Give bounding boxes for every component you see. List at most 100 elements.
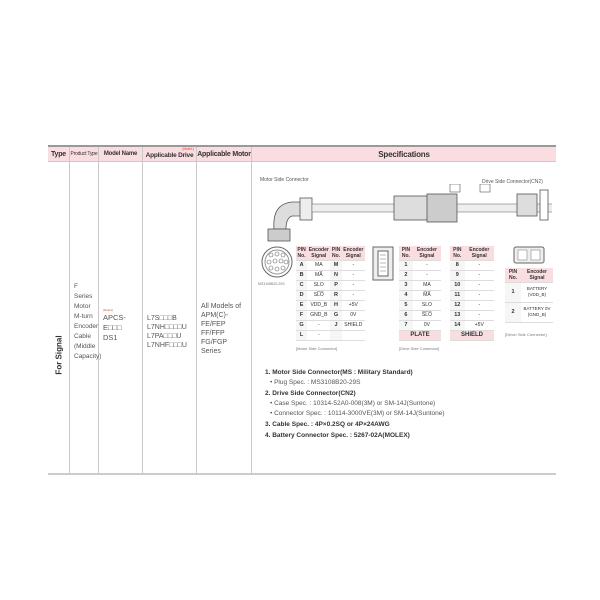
- product-type-line: Capacity): [74, 353, 102, 360]
- pin-row: 11-: [450, 290, 494, 301]
- drive-line: L7NH□□□□U: [147, 324, 187, 331]
- product-type-line: Encoder: [74, 323, 99, 330]
- signal: MA: [412, 280, 441, 291]
- motor-line: FE/FEP: [201, 321, 226, 328]
- signal-sub: (GND_B): [527, 312, 547, 317]
- drive-connector-face-icon: [372, 246, 394, 281]
- model-name-cell: (Note1) APCS-E□□□DS1: [99, 162, 143, 473]
- pin-no: 4: [399, 290, 413, 301]
- note-title: 2. Drive Side Connector(CN2): [265, 390, 356, 397]
- signal: BATTERY: [526, 286, 548, 291]
- pin-no: 9: [450, 270, 465, 281]
- signal: SL̅O̅: [307, 290, 331, 301]
- signal-sub: (VDD_B): [527, 292, 546, 297]
- battery-box-left: [393, 195, 430, 221]
- header-applicable-motor: Applicable Motor: [197, 147, 252, 162]
- col-header: PIN No.: [450, 246, 465, 261]
- signal: M̅A̅: [412, 290, 441, 301]
- header-drive-label: Applicable Drive: [145, 152, 194, 159]
- signal: -: [341, 290, 365, 301]
- pin-no: A: [296, 260, 308, 271]
- signal: -: [464, 280, 494, 291]
- pin-no: 2: [505, 302, 521, 323]
- motor-line: All Models of: [201, 303, 242, 310]
- product-type-line: Cable: [74, 333, 91, 340]
- signal: 0V: [341, 310, 365, 321]
- signal: SLO: [412, 300, 441, 311]
- connector-part-label: MS3108B20-29S: [258, 282, 285, 286]
- signal: GND_B: [307, 310, 331, 321]
- product-type-line: M-turn: [74, 313, 93, 320]
- pin-no: 8: [450, 260, 465, 271]
- col-header: PIN No.: [399, 246, 413, 261]
- motor-line: APM(C)-: [201, 312, 229, 319]
- signal: -: [464, 260, 494, 271]
- pin-no: N: [330, 270, 342, 281]
- model-name-line: APCS-: [103, 313, 126, 322]
- drive-line: L7PA□□□U: [147, 333, 182, 340]
- angled-plug-icon: [273, 201, 303, 230]
- drive-line: L7NHF□□□U: [147, 342, 187, 349]
- plate-footer: PLATE: [399, 330, 441, 341]
- model-note: (Note1): [103, 308, 114, 312]
- drive-table-caption: [Drive Side Connector]: [399, 346, 440, 351]
- signal: -: [464, 270, 494, 281]
- battery-table-caption: [Driver Side Connector]: [505, 332, 547, 337]
- note-title: 3. Cable Spec. : 4P×0.2SQ or 4P×24AWG: [265, 421, 390, 428]
- pin-no: 2: [399, 270, 413, 281]
- battery-connector: [479, 184, 491, 193]
- pin-no: P: [330, 280, 342, 291]
- pin-row: 14+5V: [450, 320, 494, 331]
- col-header: Encoder Signal: [464, 246, 494, 261]
- header-type: Type: [48, 147, 70, 162]
- pin-no: [330, 330, 342, 341]
- signal: -: [307, 320, 331, 331]
- ms-connector-face-icon: [261, 246, 293, 278]
- type-value: For Signal: [54, 335, 63, 375]
- signal: SHIELD: [341, 320, 365, 331]
- pin-no: R: [330, 290, 342, 301]
- signal: MA̅: [307, 270, 331, 281]
- product-type-line: (Middle: [74, 343, 96, 350]
- col-header: PIN No.: [505, 268, 521, 283]
- signal: -: [341, 270, 365, 281]
- signal: MA: [307, 260, 331, 271]
- pin-no: F: [296, 310, 308, 321]
- note-item: • Plug Spec. : MS3108B20-29S: [270, 379, 361, 386]
- col-header: PIN No.: [330, 246, 342, 261]
- signal: -: [341, 280, 365, 291]
- plug-nut: [299, 197, 313, 221]
- pin-no: 3: [399, 280, 413, 291]
- note-item: • Case Spec. : 10314-52A0-008(3M) or SM-…: [270, 400, 436, 407]
- header-specifications: Specifications: [252, 147, 556, 162]
- pin-no: 1: [505, 282, 521, 303]
- pin-no: B: [296, 270, 308, 281]
- pin-no: 13: [450, 310, 465, 321]
- battery-connector-icon: [513, 246, 545, 264]
- motor-table-caption: [Motor Side Connector]: [296, 346, 338, 351]
- cable-diagram: [267, 184, 552, 242]
- pin-row: 10-: [450, 280, 494, 291]
- header-product-type: Product Type: [70, 147, 99, 162]
- col-header: PIN No.: [296, 246, 308, 261]
- spec-notes: 1. Motor Side Connector(MS : Military St…: [265, 367, 445, 441]
- product-type-line: Series: [74, 293, 93, 300]
- spec-table: Type Product Type Model Name Applicable …: [48, 145, 556, 475]
- header-applicable-drive: Applicable Drive(Note1): [143, 147, 197, 162]
- drive-note: (Note1): [182, 147, 194, 151]
- pin-row: 8-: [450, 260, 494, 271]
- pin-row: 9-: [450, 270, 494, 281]
- signal: +5V: [341, 300, 365, 311]
- signal: -: [412, 260, 441, 271]
